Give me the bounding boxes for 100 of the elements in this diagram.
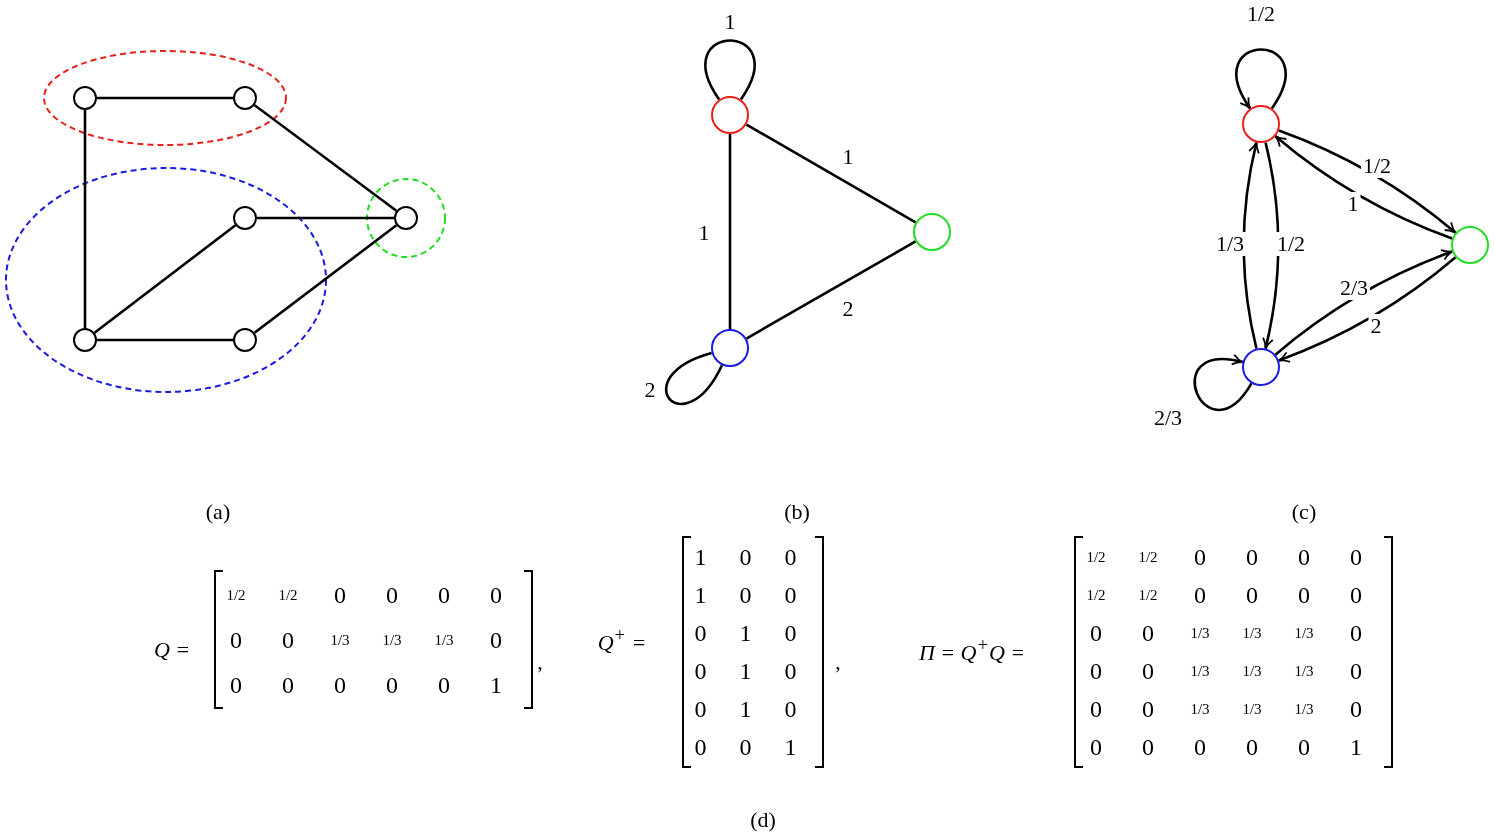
edge-line (745, 240, 917, 340)
vertex-circle (1242, 348, 1280, 386)
matrix-entry: 0 (739, 545, 752, 569)
matrix-entry: 0 (784, 659, 797, 683)
matrix-entry: 0 (1246, 545, 1258, 569)
matrix-entry: 1 (784, 735, 797, 759)
edge-line (83, 110, 87, 328)
matrix-entry: 0 (1194, 583, 1206, 607)
matrix-entry: 0 (694, 621, 707, 645)
self-loop (704, 39, 756, 101)
matrix-entry: 0 (1090, 621, 1102, 645)
matrix-entry: 1/2 (1086, 549, 1106, 565)
math-expression: Q$^{+}$ = (597, 626, 647, 654)
matrix-entry: 0 (334, 672, 346, 697)
comma: , (537, 651, 543, 673)
vertex-circle (1451, 226, 1489, 264)
edge-line (745, 123, 917, 224)
matrix-entry: 0 (784, 545, 797, 569)
matrix-entry: 0 (1194, 545, 1206, 569)
matrix-entry: 1/3 (1294, 701, 1314, 717)
matrix-entry: 0 (230, 672, 242, 697)
vertex-circle (913, 213, 951, 251)
matrix-entry: 0 (1350, 583, 1362, 607)
edge-line (253, 224, 398, 334)
matrix-entry: 1/3 (1294, 625, 1314, 641)
matrix-entry: 1 (694, 545, 707, 569)
matrix-entry: 1/2 (1138, 587, 1158, 603)
matrix-entry: 0 (784, 697, 797, 721)
dashed-ellipse (5, 167, 327, 393)
matrix-entry: 1/3 (434, 632, 454, 647)
matrix-entry: 0 (1350, 545, 1362, 569)
matrix-entry: 1/2 (278, 587, 298, 602)
matrix-entry: 0 (1142, 659, 1154, 683)
vertex-circle (394, 206, 418, 230)
matrix-entry: 0 (490, 627, 502, 652)
matrix-entry: 0 (1142, 735, 1154, 759)
matrix-entry: 0 (1298, 545, 1310, 569)
matrix-entry: 0 (334, 582, 346, 607)
matrix-entry: 1/3 (330, 632, 350, 647)
matrix-entry: 0 (1350, 659, 1362, 683)
matrix-entry: 0 (438, 582, 450, 607)
matrix-entry: 0 (1246, 583, 1258, 607)
matrix-entry: 0 (282, 672, 294, 697)
matrix-entry: 0 (784, 583, 797, 607)
matrix-entry: 0 (230, 627, 242, 652)
matrix-entry: 0 (739, 735, 752, 759)
edge-line (97, 338, 233, 342)
matrix-entry: 1 (739, 621, 752, 645)
matrix-entry: 1 (739, 659, 752, 683)
matrix-entry: 0 (1246, 735, 1258, 759)
matrix-entry: 1 (490, 672, 502, 697)
panel-caption: (d) (750, 809, 776, 831)
matrix-entry: 1/3 (1294, 663, 1314, 679)
matrix-entry: 0 (784, 621, 797, 645)
matrix-entry: 0 (1142, 697, 1154, 721)
matrix-entry: 0 (1350, 621, 1362, 645)
matrix-entry: 1/2 (1086, 587, 1106, 603)
matrix-entry: 1/3 (1190, 701, 1210, 717)
vertex-circle (73, 328, 97, 352)
matrix-entry: 0 (438, 672, 450, 697)
matrix-entry: 0 (1090, 735, 1102, 759)
panel-caption: (c) (1291, 501, 1317, 523)
vertex-circle (233, 86, 257, 110)
matrix-entry: 0 (1090, 697, 1102, 721)
vertex-circle (711, 96, 749, 134)
matrix-entry: 0 (1090, 659, 1102, 683)
matrix-entry: 0 (1194, 735, 1206, 759)
matrix-entry: 1/3 (1190, 663, 1210, 679)
matrix-entry: 0 (1350, 697, 1362, 721)
dashed-ellipse (366, 178, 446, 258)
matrix-entry: 0 (1142, 621, 1154, 645)
matrix-entry: 1/2 (1138, 549, 1158, 565)
vertex-circle (233, 206, 257, 230)
edge-line (93, 224, 237, 334)
matrix-entry: 0 (490, 582, 502, 607)
matrix-entry: 0 (739, 583, 752, 607)
matrix-entry: 1 (1350, 735, 1362, 759)
matrix-entry: 0 (386, 672, 398, 697)
self-loop (665, 351, 724, 406)
dashed-ellipse (43, 50, 287, 146)
matrix-entry: 1/3 (382, 632, 402, 647)
matrix-entry: 1 (739, 697, 752, 721)
matrix-entry: 0 (694, 697, 707, 721)
matrix-entry: 0 (694, 659, 707, 683)
matrix-entry: 1 (694, 583, 707, 607)
vertex-circle (73, 86, 97, 110)
vertex-circle (233, 328, 257, 352)
edge-line (97, 96, 233, 100)
matrix-entry: 0 (386, 582, 398, 607)
edge-line (728, 134, 732, 329)
matrix-entry: 0 (1298, 583, 1310, 607)
edge-line (253, 104, 398, 212)
comma: , (835, 651, 841, 673)
vertex-circle (711, 329, 749, 367)
matrix-entry: 1/3 (1242, 701, 1262, 717)
panel-caption: (a) (205, 501, 231, 523)
edge-line (257, 216, 394, 220)
panel-caption: (b) (784, 501, 810, 523)
vertex-circle (1242, 105, 1280, 143)
matrix-entry: 0 (1298, 735, 1310, 759)
